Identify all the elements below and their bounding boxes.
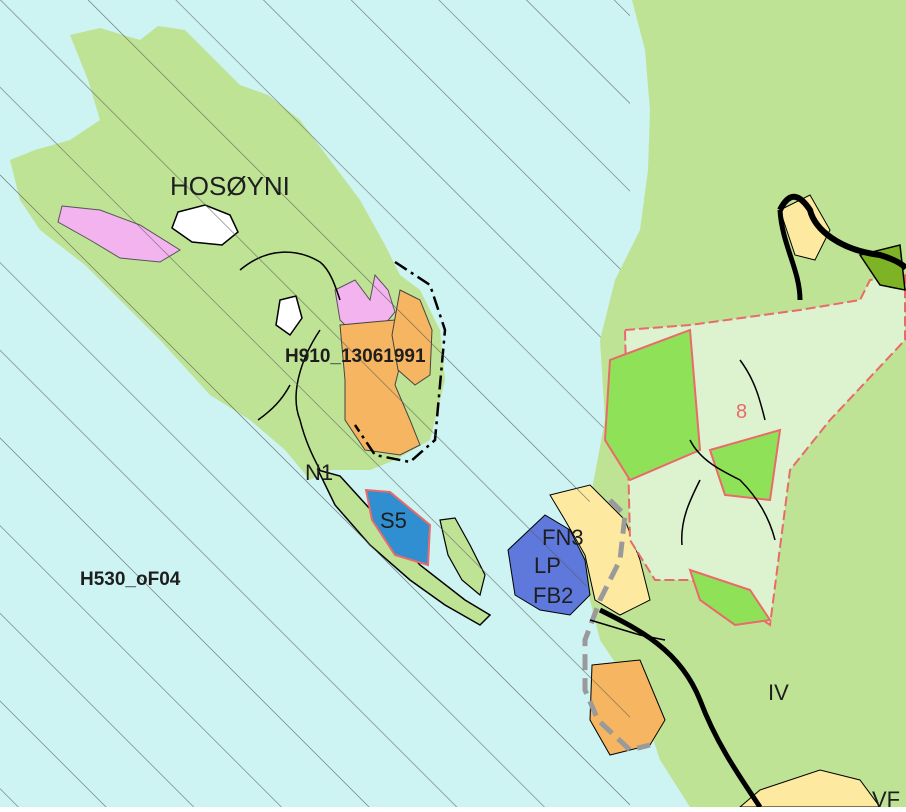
sea-hatch <box>0 0 630 807</box>
mainland-line-1 <box>689 439 776 541</box>
fb2-label: FB2 <box>533 583 573 608</box>
bright-green-zone-3 <box>688 568 772 627</box>
yellow-zone-2 <box>738 769 881 808</box>
lp-label: LP <box>534 553 561 578</box>
edge-label: VF <box>872 787 900 807</box>
main-road-2 <box>777 209 803 301</box>
mainland-line-2 <box>739 359 766 421</box>
mainland-line-3 <box>681 479 701 546</box>
n1-label: N1 <box>305 460 333 485</box>
main-road-3 <box>598 607 763 809</box>
s5-label: S5 <box>380 508 407 533</box>
mainland-line-4 <box>589 619 666 641</box>
iv-label: IV <box>768 680 789 705</box>
bright-green-zone-2 <box>708 428 782 502</box>
island-name-label: HOSØYNI <box>170 171 290 201</box>
sea-zone-label: H530_oF04 <box>80 569 181 590</box>
red-number-label: 8 <box>736 401 747 423</box>
yellow-zone-3 <box>779 194 831 261</box>
fn3-label: FN3 <box>542 525 584 550</box>
main-road <box>777 193 906 271</box>
bright-green-zone-1 <box>603 328 702 482</box>
heritage-zone-label: H910_13061991 <box>285 346 426 367</box>
